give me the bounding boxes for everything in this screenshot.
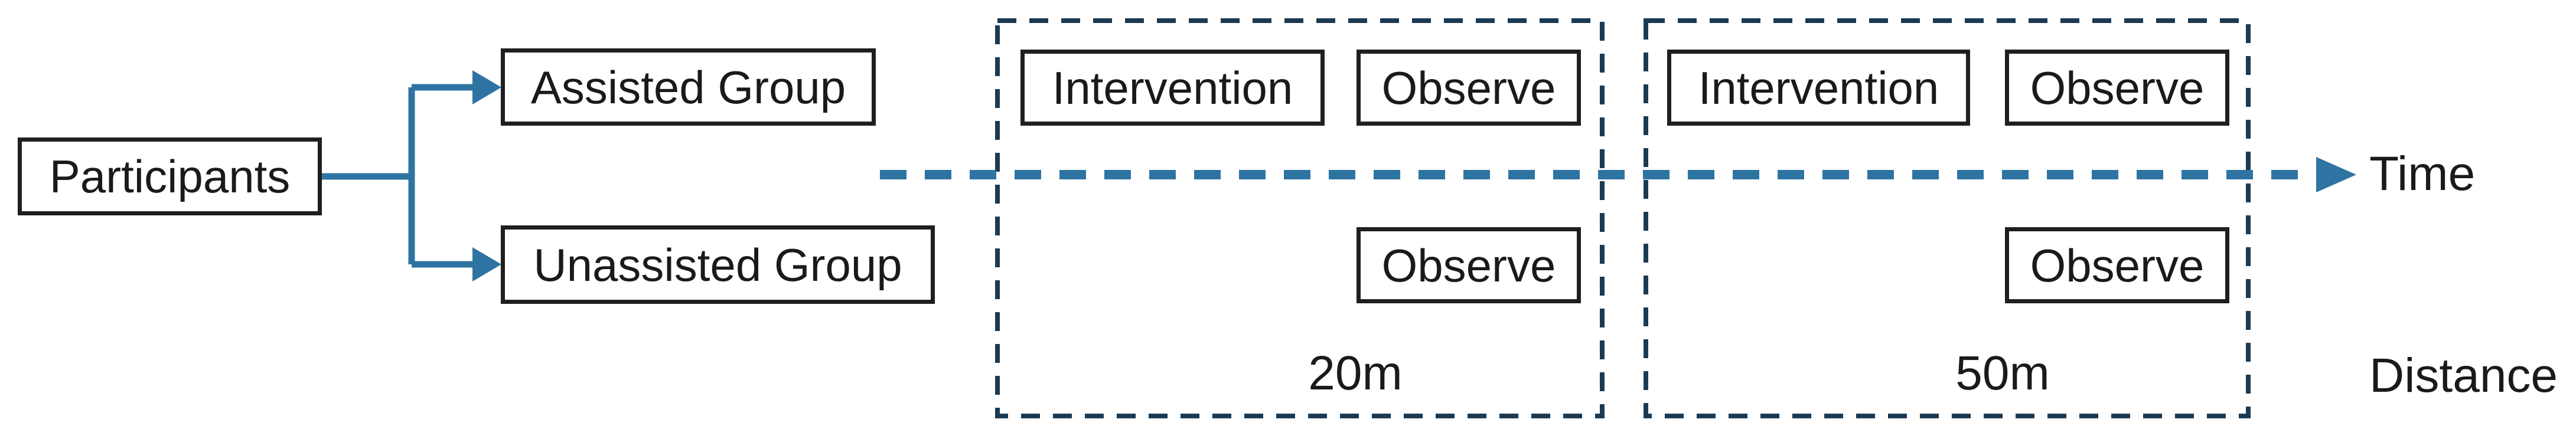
unassisted-group-box: Unassisted Group [501, 225, 935, 304]
phase1-observe-assisted-box: Observe [1357, 50, 1581, 126]
branch-connector-line [322, 84, 474, 268]
phase1-outline [995, 18, 1605, 418]
phase1-intervention-box: Intervention [1020, 50, 1325, 126]
phase2-observe-unassisted-box: Observe [2005, 227, 2229, 303]
distance-axis-label: Distance [2369, 349, 2558, 402]
arrowhead-to-assisted-icon [472, 70, 501, 104]
phase2-outline [1644, 18, 2251, 418]
phase2-observe-assisted-box: Observe [2005, 50, 2229, 126]
assisted-group-box: Assisted Group [501, 48, 876, 126]
phase2-intervention-box: Intervention [1667, 50, 1970, 126]
time-axis-label: Time [2369, 147, 2476, 201]
phase2-distance-label: 50m [1955, 346, 2050, 400]
arrowhead-to-unassisted-icon [472, 247, 501, 281]
phase1-distance-label: 20m [1308, 346, 1403, 400]
time-axis-arrowhead-icon [2316, 157, 2356, 192]
phase1-observe-unassisted-box: Observe [1357, 227, 1581, 303]
participants-box: Participants [18, 137, 322, 215]
